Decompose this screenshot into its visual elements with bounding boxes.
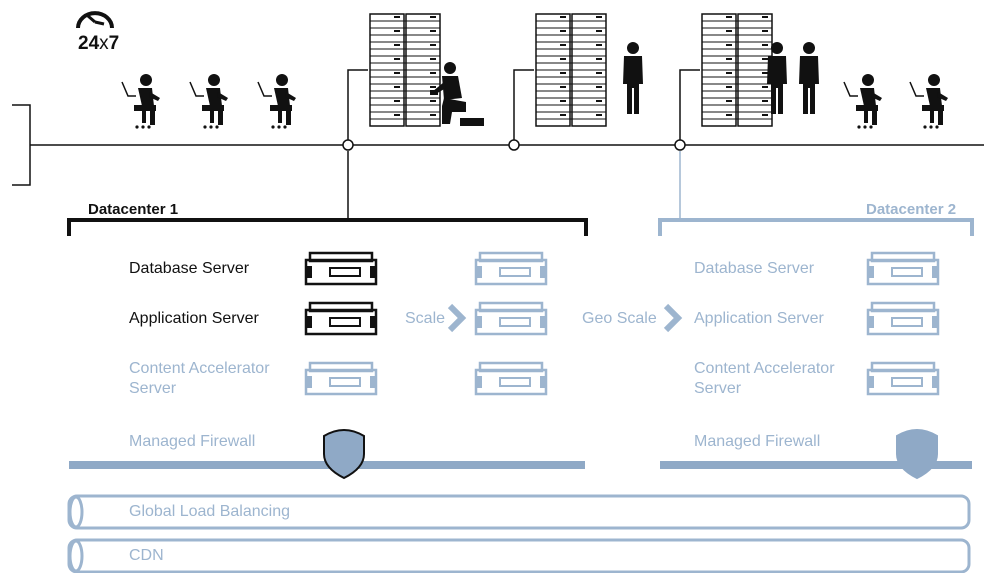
dc2-content-accelerator-label: Content Accelerator Server — [694, 360, 835, 397]
worker-at-desk-icon — [121, 73, 161, 130]
badge-times: x — [99, 33, 109, 54]
rack-server-icon — [474, 361, 548, 396]
rack-server-icon — [866, 251, 940, 286]
rack-server-icon — [304, 251, 378, 286]
badge-days: 7 — [108, 33, 120, 54]
dc2-database-server-label: Database Server — [694, 260, 815, 277]
dc1-managed-firewall-label: Managed Firewall — [129, 433, 256, 450]
chevron-right-icon — [447, 303, 467, 333]
server-rack-icon — [701, 13, 773, 127]
dc2-managed-firewall-label: Managed Firewall — [694, 433, 821, 450]
dc1-database-server-label: Database Server — [129, 260, 250, 277]
shield-icon — [896, 429, 938, 479]
worker-at-desk-icon — [843, 73, 883, 130]
scale-label: Scale — [405, 310, 446, 327]
dc1-application-server-label: Application Server — [129, 310, 259, 327]
chevron-right-icon — [663, 303, 683, 333]
worker-at-desk-icon — [909, 73, 949, 130]
worker-at-desk-icon — [257, 73, 297, 130]
rack-server-icon — [474, 251, 548, 286]
datacenter-1-title: Datacenter 1 — [88, 201, 179, 218]
standing-person-icon — [799, 42, 819, 114]
network-node — [674, 139, 686, 151]
rack-server-icon — [866, 361, 940, 396]
rack-server-icon — [866, 301, 940, 336]
firewall-bar — [660, 461, 972, 469]
datacenter-1-bracket — [67, 218, 588, 236]
global-load-balancing-label: Global Load Balancing — [129, 503, 291, 520]
cdn-pipe — [67, 538, 971, 573]
cdn-label: CDN — [129, 547, 164, 564]
worker-at-desk-icon — [189, 73, 229, 130]
network-backbone — [12, 69, 984, 218]
availability-badge: 24x7 — [78, 34, 119, 54]
rack-server-icon — [304, 301, 378, 336]
datacenter-2-title: Datacenter 2 — [866, 201, 957, 218]
geo-scale-label: Geo Scale — [582, 310, 657, 327]
standing-person-icon — [623, 42, 643, 114]
badge-hours: 24 — [78, 33, 100, 54]
rack-server-icon — [304, 361, 378, 396]
dc1-content-accelerator-label: Content Accelerator Server — [129, 360, 270, 397]
rack-server-icon — [474, 301, 548, 336]
server-rack-icon — [535, 13, 607, 127]
clock-icon — [76, 11, 114, 29]
shield-icon — [323, 429, 365, 479]
network-node — [342, 139, 354, 151]
network-node — [508, 139, 520, 151]
global-load-balancing-pipe — [67, 494, 971, 530]
server-rack-icon — [369, 13, 441, 127]
datacenter-2-bracket — [658, 218, 974, 236]
dc2-application-server-label: Application Server — [694, 310, 824, 327]
